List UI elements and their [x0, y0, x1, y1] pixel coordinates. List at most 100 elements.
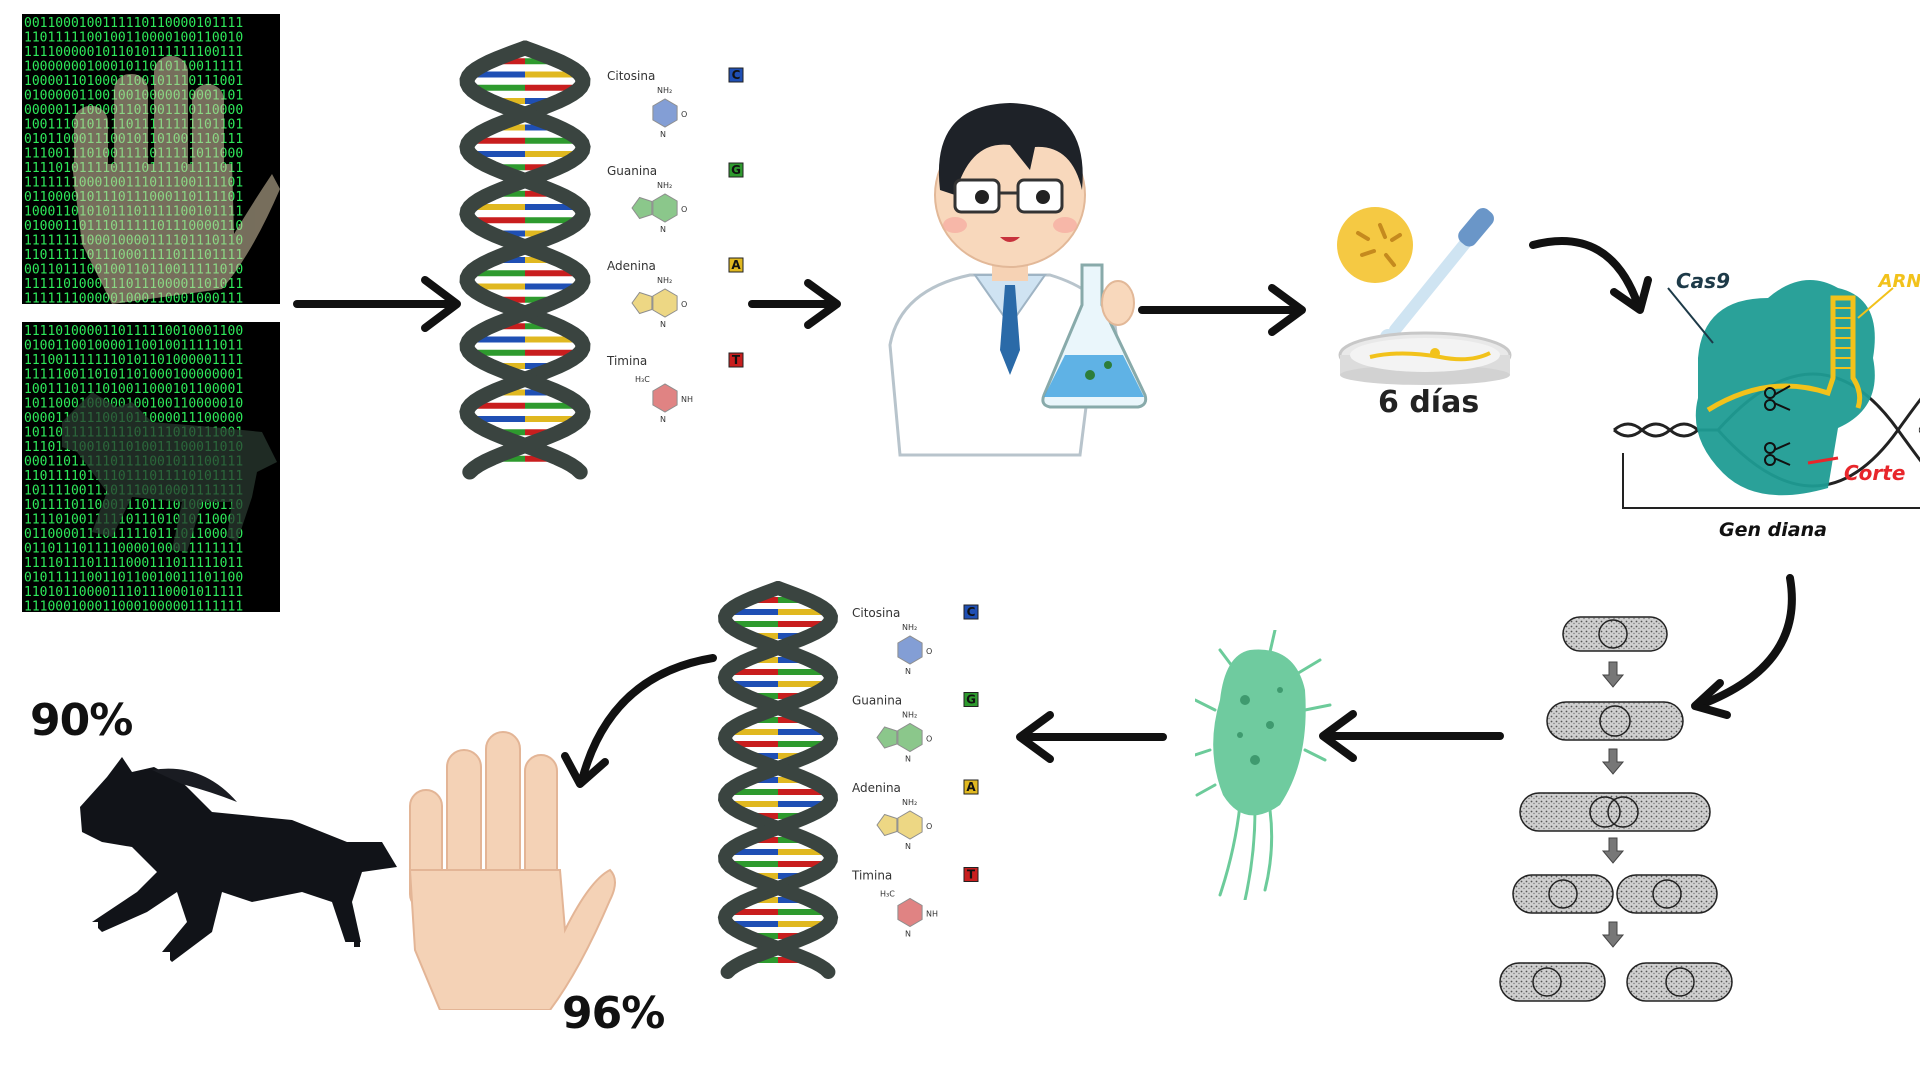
binary-row: 1111010000110111110010001100	[24, 324, 243, 339]
base-letter: T	[967, 868, 976, 882]
dna-backbone	[459, 40, 591, 480]
corte-label: Corte	[1844, 461, 1905, 485]
base-name-adenina: Adenina	[607, 259, 656, 273]
molecule-atom-label: N	[660, 320, 666, 329]
horse-silhouette	[62, 392, 277, 552]
base-letter-badge	[963, 779, 979, 795]
binary-row: 1101011000011101110001011111	[24, 585, 243, 600]
culture-days-label: 6 días	[1378, 385, 1480, 420]
base-letter-badge	[728, 67, 744, 83]
molecule-atom-label: NH₂	[902, 798, 917, 807]
base-letter: T	[732, 353, 741, 367]
molecule-atom-label: N	[905, 842, 911, 851]
molecule-atom-label: O	[926, 735, 932, 744]
molecule-atom-label: N	[905, 667, 911, 676]
base-letter-badge	[728, 352, 744, 368]
horse-photo	[80, 757, 397, 962]
molecule-atom-label: NH₂	[902, 623, 917, 632]
base-letter: C	[732, 68, 741, 82]
molecule-atom-label: O	[926, 647, 932, 656]
molecule-atom-label: N	[660, 225, 666, 234]
molecule-atom-label: O	[681, 300, 687, 309]
molecule-ring-icon	[652, 193, 678, 223]
base-letter: C	[967, 605, 976, 619]
base-name-adenina: Adenina	[852, 781, 901, 795]
tie	[1000, 285, 1020, 375]
molecule-ring-icon	[652, 288, 678, 318]
scientist-illustration	[888, 103, 1148, 457]
molecule-atom-label: NH₂	[657, 276, 672, 285]
binary-row: 1111011101111000111011111011	[24, 556, 243, 571]
molecule-atom-label: NH	[926, 910, 938, 919]
molecule-atom-label: N	[660, 130, 666, 139]
binary-row: 1111100110101101000100000001	[24, 368, 243, 383]
target-gene-label: Gen diana	[1719, 519, 1827, 541]
hair	[938, 103, 1083, 195]
hand-silhouette	[72, 56, 280, 304]
molecule-ring-icon	[876, 813, 898, 837]
molecule-atom-label: N	[660, 415, 666, 424]
flask	[1041, 263, 1148, 409]
binary-row: 0101111100110110010011101100	[24, 571, 243, 586]
binary-row: 0011000100111110110000101111	[24, 16, 243, 31]
horse-similarity-label: 90%	[30, 695, 133, 746]
arn-guide	[1706, 295, 1863, 413]
molecule-atom-label: H₃C	[880, 890, 895, 899]
molecule-ring-icon	[652, 383, 678, 413]
bacterium-illustration	[1195, 630, 1332, 900]
crispr-cas9-diagram: Cas9 ARN Corte Gen diana	[1613, 269, 1920, 541]
bacterium-body	[1213, 649, 1306, 816]
molecule-ring-icon	[897, 810, 923, 840]
binary-row: 1111000001011010111111100111	[24, 45, 243, 60]
molecule-ring-icon	[897, 722, 923, 753]
base-name-citosina: Citosina	[852, 606, 900, 620]
base-name-timina: Timina	[606, 354, 647, 368]
arrow-division-to-bacterium	[1319, 710, 1504, 762]
base-letter-badge	[728, 257, 744, 273]
base-name-guanina: Guanina	[607, 164, 657, 178]
human-hand-photo	[408, 731, 616, 1010]
molecule-ring-icon	[631, 196, 653, 220]
molecule-atom-label: O	[681, 205, 687, 214]
cas9-label: Cas9	[1676, 269, 1730, 293]
molecule-atom-label: O	[926, 822, 932, 831]
molecule-ring-icon	[897, 635, 923, 665]
arn-label: ARN	[1877, 271, 1920, 292]
arrow-crispr-to-division	[1691, 574, 1796, 719]
molecule-atom-label: H₃C	[635, 375, 650, 384]
base-letter-badge	[963, 867, 979, 882]
arrow-bacterium-to-dna	[1016, 711, 1167, 763]
molecule-atom-label: O	[681, 110, 687, 119]
arrow-culture-to-crispr	[1529, 237, 1652, 314]
scissors-icon	[1764, 385, 1791, 466]
bacteria-colony-icon	[1337, 207, 1413, 283]
molecule-atom-label: NH₂	[657, 86, 672, 95]
molecule-atom-label: NH₂	[902, 711, 917, 720]
base-letter: A	[731, 258, 741, 272]
base-letter: G	[731, 163, 741, 177]
molecule-ring-icon	[876, 726, 898, 749]
dna-backbone	[459, 40, 591, 480]
base-name-timina: Timina	[851, 869, 892, 883]
binary-horse-svg: 1111010000110111110010001100010011001000…	[24, 324, 277, 612]
base-letter-badge	[963, 692, 979, 707]
binary-row: 0100110010000110010011111011	[24, 339, 243, 354]
molecule-ring-icon	[652, 98, 678, 128]
base-letter: A	[966, 780, 976, 794]
base-name-guanina: Guanina	[852, 694, 902, 708]
molecule-ring-icon	[897, 897, 923, 928]
molecule-atom-label: NH	[681, 395, 693, 404]
base-letter-badge	[728, 162, 744, 178]
arrow-dna-to-results	[561, 654, 717, 788]
bacterial-division-sequence	[1499, 616, 1733, 1002]
arrow-dna-to-scientist	[748, 279, 841, 329]
binary-row: 1001110111010011000101100001	[24, 382, 243, 397]
arrow-binary-to-dna	[293, 276, 461, 332]
dna-helix-1	[459, 40, 591, 480]
molecule-ring-icon	[631, 291, 653, 315]
binary-row: 1101111100100110000100110010	[24, 31, 243, 46]
